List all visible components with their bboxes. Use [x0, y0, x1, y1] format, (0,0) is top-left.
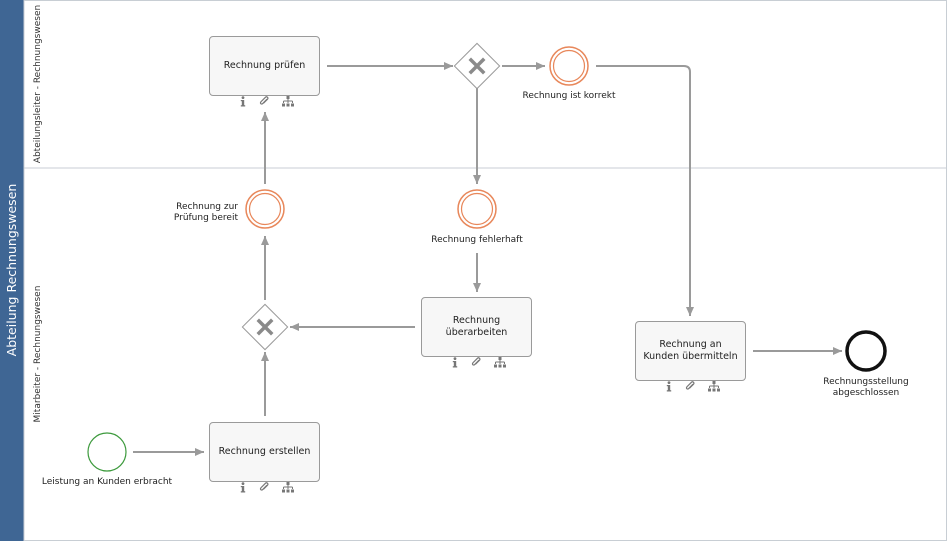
event-label-end: Rechnungsstellung abgeschlossen [823, 377, 909, 398]
hierarchy-icon[interactable] [282, 482, 294, 493]
task-label: Rechnung prüfen [223, 60, 306, 71]
info-icon[interactable] [239, 482, 247, 493]
exclusive-gateway-top[interactable] [453, 42, 501, 90]
task-icons-uebermitteln [665, 381, 720, 392]
intermediate-event-korrekt[interactable] [549, 46, 589, 86]
attachment-icon[interactable] [685, 381, 696, 392]
end-event[interactable] [845, 330, 887, 372]
attachment-icon[interactable] [259, 482, 270, 493]
x-marker-icon [256, 318, 274, 336]
task-rechnung-pruefen[interactable]: Rechnung prüfen [209, 36, 320, 96]
task-rechnung-uebermitteln[interactable]: Rechnung an Kunden übermitteln [635, 321, 746, 381]
exclusive-gateway-bottom[interactable] [241, 303, 289, 351]
info-icon[interactable] [239, 96, 247, 107]
task-rechnung-erstellen[interactable]: Rechnung erstellen [209, 422, 320, 482]
x-marker-icon [468, 57, 486, 75]
attachment-icon[interactable] [259, 96, 270, 107]
flow-korrekt-to-uebermitteln[interactable] [596, 65, 694, 316]
intermediate-event-fehlerhaft[interactable] [457, 189, 497, 229]
pool-header[interactable]: Abteilung Rechnungswesen [0, 0, 24, 541]
task-icons-erstellen [239, 482, 294, 493]
task-icons-ueberarbeiten [451, 357, 506, 368]
event-label-fehlerhaft: Rechnung fehlerhaft [431, 235, 523, 245]
task-label: Rechnung an Kunden übermitteln [643, 339, 738, 362]
attachment-icon[interactable] [471, 357, 482, 368]
event-label-zur-pruefung: Rechnung zur Prüfung bereit [173, 202, 238, 223]
info-icon[interactable] [665, 381, 673, 392]
event-label-start: Leistung an Kunden erbracht [41, 477, 173, 487]
task-icons-pruefen [239, 96, 294, 107]
intermediate-event-zur-pruefung[interactable] [245, 189, 285, 229]
info-icon[interactable] [451, 357, 459, 368]
event-label-korrekt: Rechnung ist korrekt [522, 91, 616, 101]
task-label: Rechnung erstellen [218, 446, 311, 457]
hierarchy-icon[interactable] [282, 96, 294, 107]
hierarchy-icon[interactable] [708, 381, 720, 392]
task-rechnung-ueberarbeiten[interactable]: Rechnung überarbeiten [421, 297, 532, 357]
start-event[interactable] [87, 432, 127, 472]
task-label: Rechnung überarbeiten [445, 315, 508, 338]
hierarchy-icon[interactable] [494, 357, 506, 368]
